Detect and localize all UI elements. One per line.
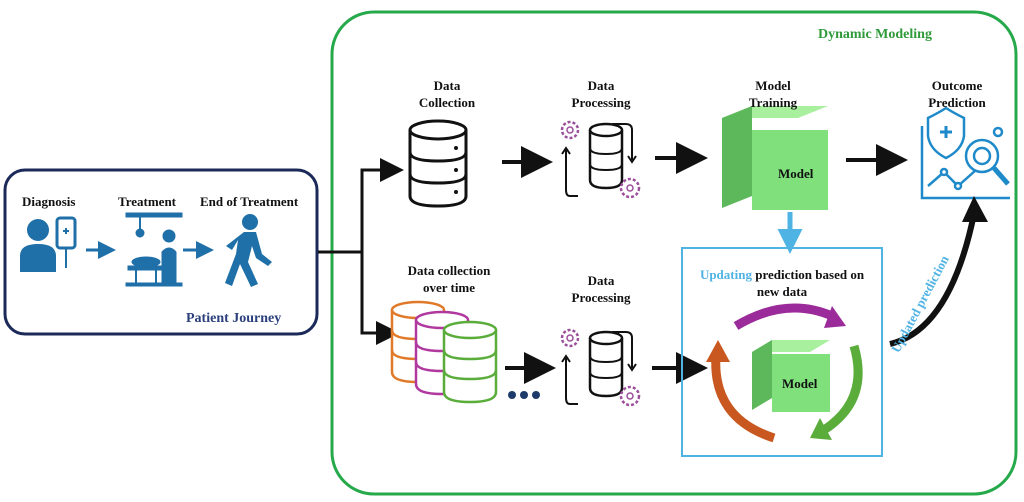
updating-caption-line1: Updating prediction based on <box>686 266 878 283</box>
data-processing-bottom-line1: Data <box>587 273 615 288</box>
data-processing-top-line2: Processing <box>571 95 631 110</box>
model-label-bottom: Model <box>782 376 818 391</box>
step-diagnosis-label: Diagnosis <box>22 194 76 209</box>
data-collection-label: Data Collection <box>412 77 482 111</box>
model-training-line1: Model <box>755 78 791 93</box>
outcome-prediction-line2: Prediction <box>928 95 986 110</box>
data-collection-line2: Collection <box>418 95 476 110</box>
diagnosis-icon <box>20 216 77 272</box>
data-processing-icon-bottom <box>560 328 641 407</box>
data-collection-over-time-line2: over time <box>422 280 476 295</box>
branch-down <box>360 252 400 345</box>
data-processing-top-label: Data Processing <box>560 77 642 111</box>
ellipsis-dots <box>508 391 540 399</box>
step-treatment-label: Treatment <box>118 194 176 209</box>
step-end-of-treatment-label: End of Treatment <box>200 194 299 209</box>
walking-person-icon <box>225 214 272 287</box>
patient-journey-frame <box>3 168 319 336</box>
data-collection-over-time-label: Data collection over time <box>392 262 506 296</box>
dynamic-modeling-title: Dynamic Modeling <box>818 27 932 42</box>
cycle-arrow-orange <box>711 355 776 443</box>
outcome-prediction-icon <box>920 106 1010 200</box>
stacked-databases-icon <box>390 300 498 404</box>
treatment-icon <box>125 212 183 287</box>
model-cube-top <box>722 106 828 210</box>
outcome-prediction-label: Outcome Prediction <box>912 77 1002 111</box>
data-collection-line1: Data <box>433 78 461 93</box>
data-processing-icon-top <box>560 120 641 199</box>
branch-up <box>360 158 404 252</box>
model-cube-bottom <box>752 340 830 412</box>
data-processing-bottom-label: Data Processing <box>560 272 642 306</box>
data-processing-bottom-line2: Processing <box>571 290 631 305</box>
updating-caption: Updating prediction based on new data <box>686 266 878 300</box>
updating-caption-line2: new data <box>756 284 808 299</box>
data-collection-over-time-line1: Data collection <box>407 263 491 278</box>
data-processing-top-line1: Data <box>587 78 615 93</box>
updating-rest: prediction based on <box>751 267 865 282</box>
model-label-top: Model <box>778 166 814 181</box>
outcome-prediction-line1: Outcome <box>931 78 983 93</box>
cycle-arrow-green <box>821 344 863 434</box>
model-training-line2: Training <box>748 95 798 110</box>
database-icon <box>408 119 468 208</box>
updated-prediction-arrow <box>889 213 977 347</box>
patient-journey-title: Patient Journey <box>186 311 282 326</box>
cycle-arrow-purple <box>733 303 834 330</box>
model-training-label: Model Training <box>738 77 808 111</box>
updating-highlight: Updating <box>699 267 752 282</box>
